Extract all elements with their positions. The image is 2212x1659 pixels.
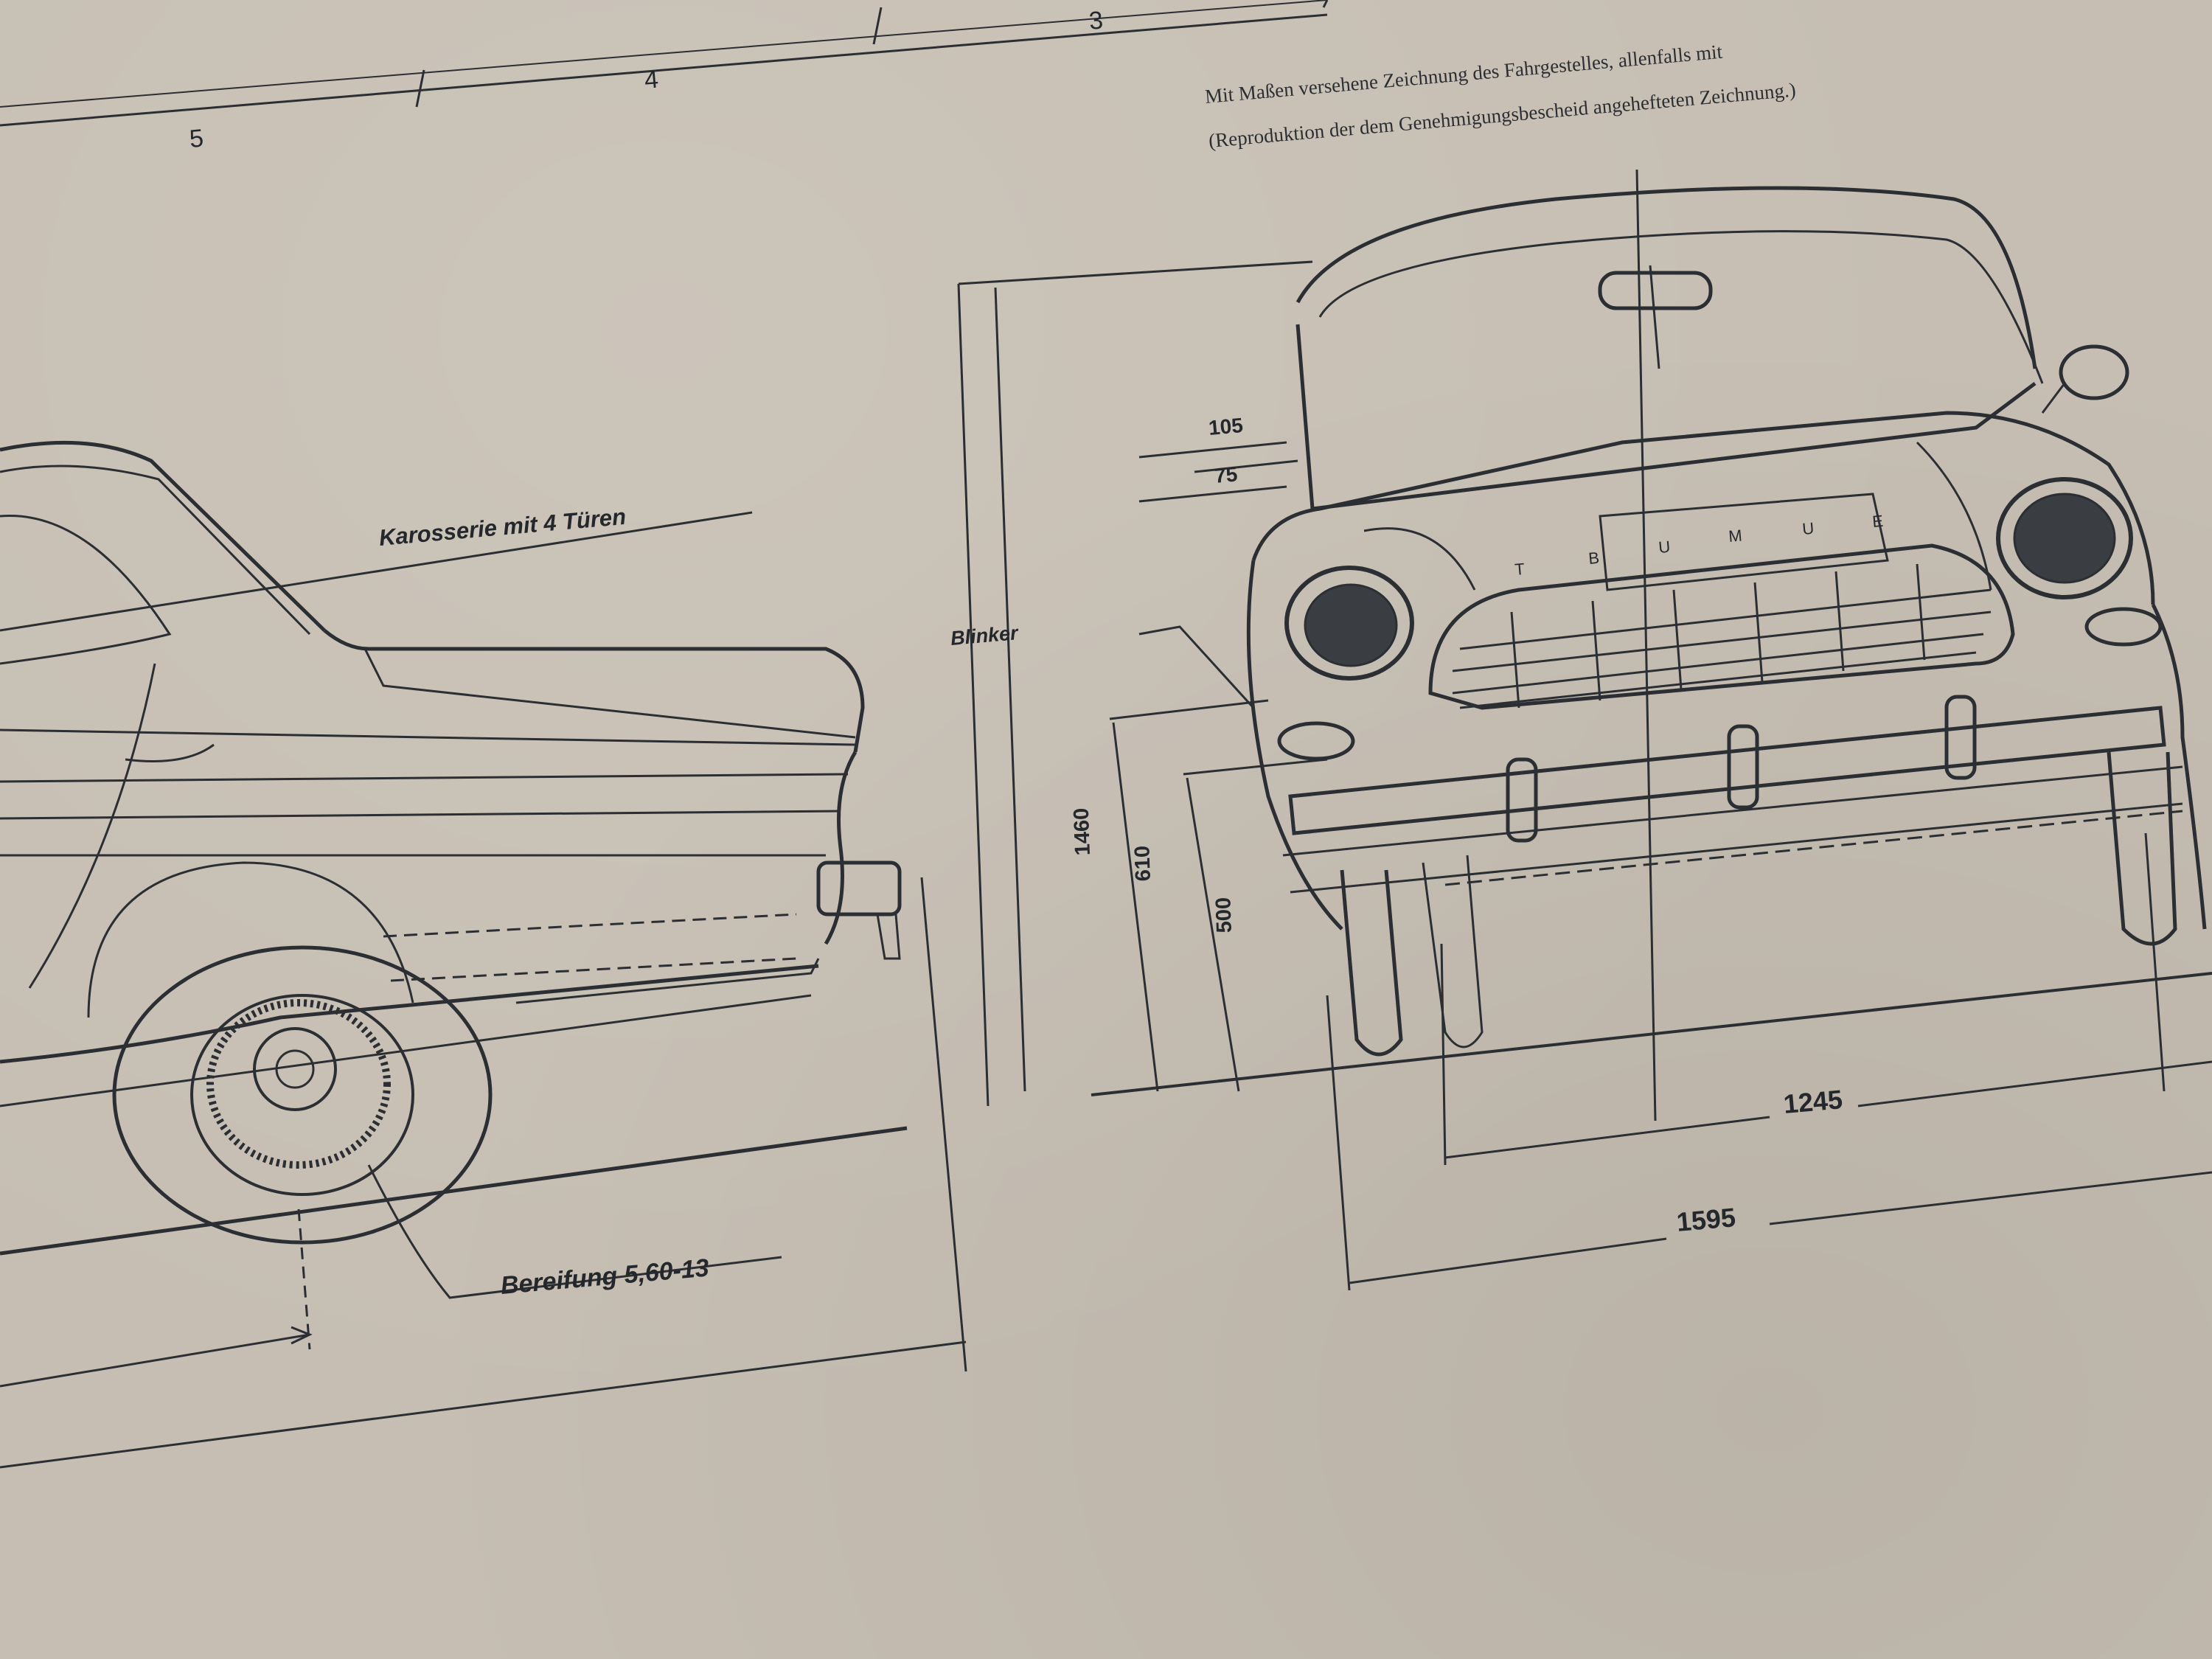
windscreen: [1295, 324, 2037, 511]
column-number-3: 3: [1088, 6, 1104, 35]
front-grille: [1428, 543, 2015, 710]
grille-letter-t: T: [1514, 560, 1526, 579]
front-bumper: [1288, 706, 2166, 835]
grille-letter-e: E: [1871, 512, 1884, 531]
front-view: [957, 169, 2212, 1291]
dim-1595: 1595: [1675, 1202, 1736, 1237]
column-number-4: 4: [643, 65, 659, 94]
column-number-5: 5: [188, 124, 204, 153]
grille-letter-u2: U: [1801, 519, 1815, 538]
right-tyre: [2107, 751, 2177, 946]
left-headlamp: [1284, 566, 1414, 681]
grille-letter-b: B: [1587, 549, 1600, 568]
grille-letter-u1: U: [1658, 538, 1671, 557]
rear-wheel: [112, 945, 493, 1245]
column-strip: [0, 0, 1329, 127]
grille-letter-m: M: [1728, 526, 1742, 546]
dim-105: 105: [1208, 414, 1244, 439]
right-headlamp: [1996, 477, 2133, 599]
roof-outline: [1295, 186, 2037, 369]
dim-500: 500: [1211, 897, 1237, 933]
tire-label: Bereifung 5,60-13: [499, 1253, 710, 1300]
dim-1460: 1460: [1070, 807, 1095, 856]
dim-610: 610: [1130, 845, 1155, 881]
body-label: Karosserie mit 4 Türen: [378, 504, 627, 551]
dim-75: 75: [1214, 462, 1239, 487]
dim-1245: 1245: [1782, 1084, 1843, 1119]
side-view: [0, 440, 967, 1469]
roof-line: [0, 440, 326, 632]
left-tyre: [1340, 869, 1403, 1057]
